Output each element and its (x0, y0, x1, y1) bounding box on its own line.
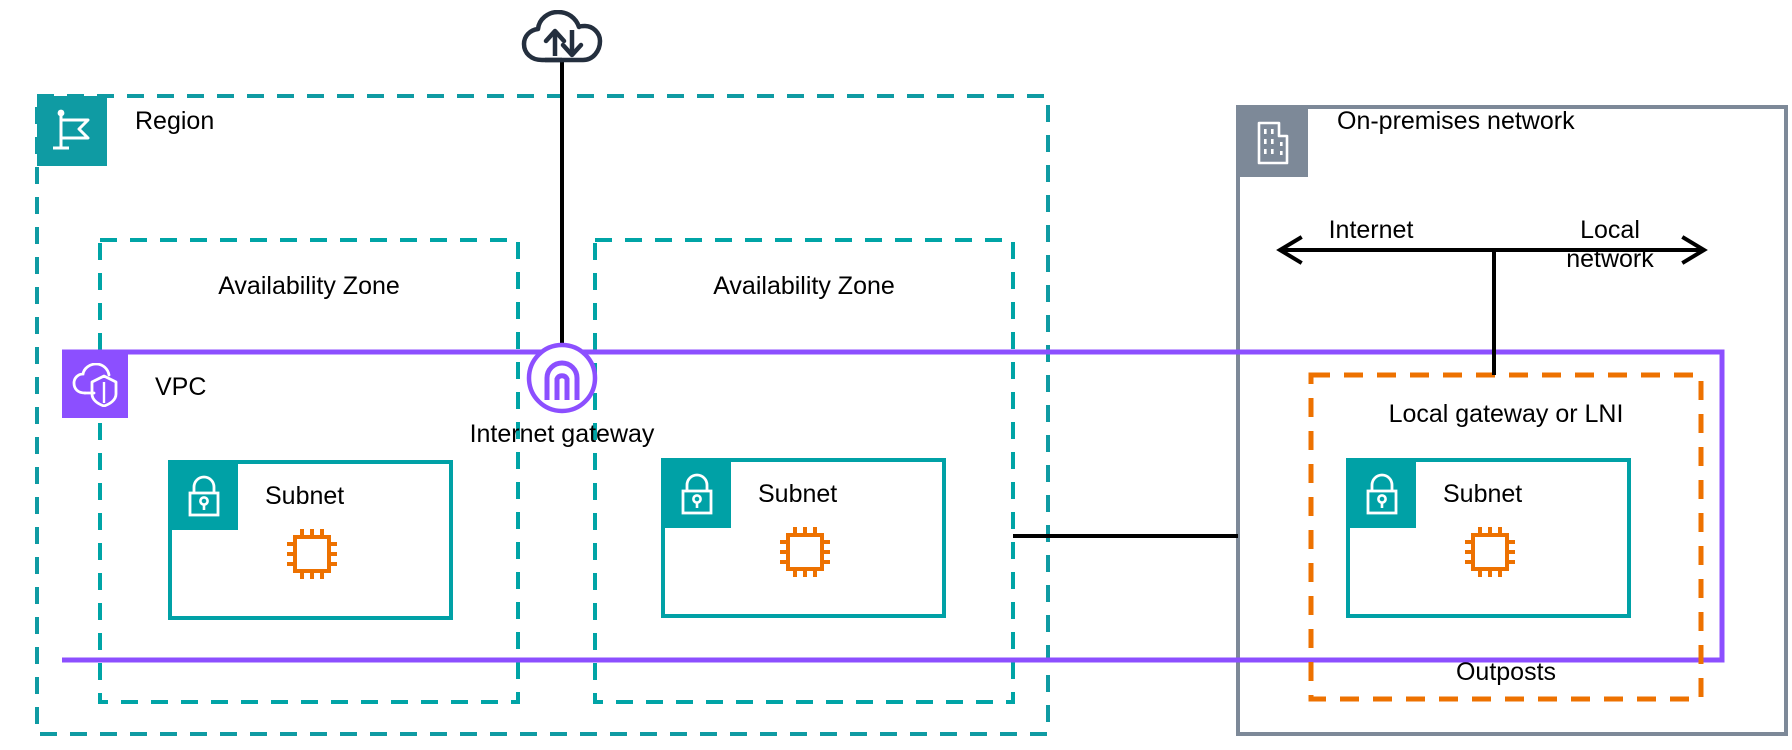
on-premises-building-icon (1238, 107, 1308, 177)
traffic-arrow-local-network-label: Local network (1566, 216, 1654, 273)
subnet-2-label: Subnet (758, 480, 838, 508)
availability-zone-1-label: Availability Zone (218, 272, 400, 300)
outposts-label: Outposts (1455, 658, 1557, 686)
availability-zone-1-boundary (98, 238, 520, 704)
internet-gateway-arch-icon (522, 338, 602, 418)
local-gateway-label: Local gateway or LNI (1388, 400, 1624, 428)
vpc-cloud-shield-icon (62, 352, 128, 418)
region-label: Region (135, 107, 215, 135)
internet-gateway-label: Internet gateway (469, 420, 655, 448)
vpc-label: VPC (155, 373, 207, 401)
availability-zone-2-boundary (593, 238, 1015, 704)
subnet-1-label: Subnet (265, 482, 345, 510)
on-premises-label: On-premises network (1337, 107, 1575, 135)
ec2-instance-chip-icon-2 (776, 523, 834, 581)
region-flag-icon (37, 96, 107, 166)
subnet-padlock-icon-1 (170, 462, 238, 530)
subnet-padlock-icon-2 (663, 460, 731, 528)
subnet-padlock-icon-3 (1348, 460, 1416, 528)
cloud-upload-download-icon (521, 10, 603, 66)
ec2-instance-chip-icon-3 (1461, 523, 1519, 581)
traffic-arrow-internet-label: Internet (1328, 216, 1414, 244)
subnet-3-label: Subnet (1443, 480, 1523, 508)
ec2-instance-chip-icon-1 (283, 525, 341, 583)
availability-zone-2-label: Availability Zone (713, 272, 895, 300)
